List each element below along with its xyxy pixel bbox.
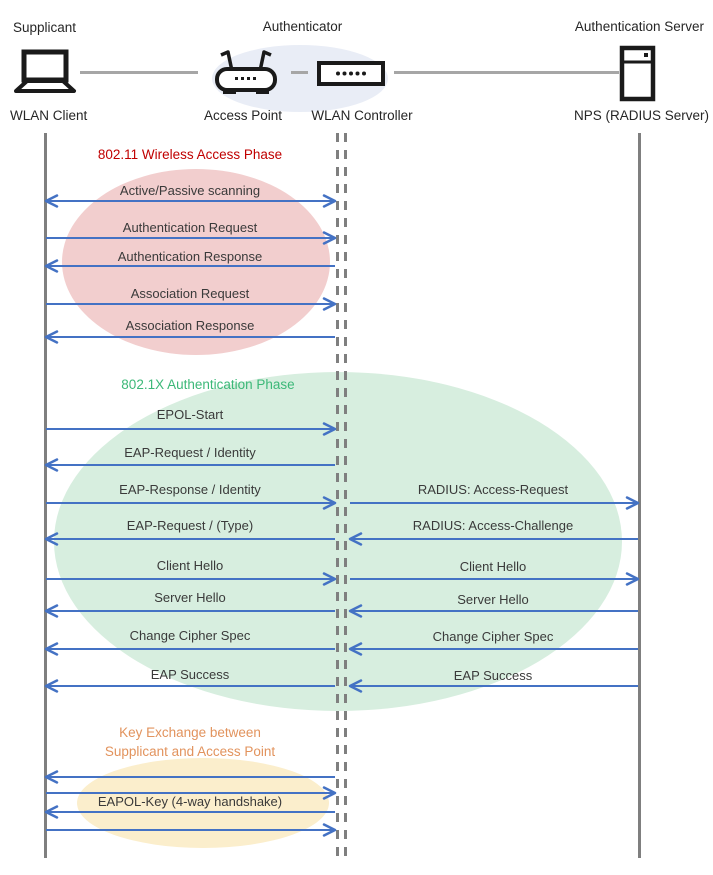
message-arrow — [46, 823, 337, 837]
message-arrow — [44, 642, 335, 656]
laptop-icon — [8, 49, 80, 102]
message-arrow — [44, 532, 335, 546]
message-arrow — [46, 297, 337, 311]
message-arrow — [348, 604, 638, 618]
phase-title-802-1x-authentication: 802.1X Authentication Phase — [121, 377, 295, 392]
message-arrow — [44, 805, 335, 819]
message-arrow — [46, 231, 337, 245]
phase-title-802-11-wireless-access: 802.11 Wireless Access Phase — [97, 147, 283, 162]
actor-label-wlan-controller: WLAN Controller — [311, 108, 413, 123]
message-arrow — [44, 330, 335, 344]
message-arrow — [46, 496, 337, 510]
network-switch-icon — [317, 61, 385, 92]
role-label-supplicant: Supplicant — [13, 20, 77, 35]
message-arrow — [348, 679, 638, 693]
actor-label-access-point: Access Point — [203, 108, 283, 123]
phase-title-key-exchange-line1: Key Exchange between — [119, 725, 261, 740]
message-arrow — [350, 572, 640, 586]
lifeline-wlan-client — [44, 133, 47, 858]
lifeline-wlan-controller-dashed-right — [344, 133, 347, 858]
message-arrow — [44, 679, 335, 693]
message-arrow — [46, 786, 337, 800]
role-label-authentication-server: Authentication Server — [574, 19, 704, 34]
lifeline-radius-server — [638, 133, 641, 858]
message-arrow — [44, 770, 335, 784]
message-arrow — [44, 194, 337, 208]
message-arrow — [46, 572, 337, 586]
phase-title-key-exchange: Key Exchange between Supplicant and Acce… — [60, 723, 320, 761]
phase-key-exchange-ellipse — [77, 758, 329, 848]
link-line-client-ap — [80, 71, 198, 74]
lifeline-wlan-controller-dashed-left — [336, 133, 339, 858]
phase-title-key-exchange-line2: Supplicant and Access Point — [104, 744, 276, 759]
message-arrow — [350, 496, 640, 510]
actor-label-nps-radius-server: NPS (RADIUS Server) — [573, 108, 709, 123]
actor-label-wlan-client: WLAN Client — [10, 108, 88, 123]
message-arrow — [348, 642, 638, 656]
role-label-authenticator: Authenticator — [262, 19, 343, 34]
server-icon — [619, 45, 657, 107]
message-arrow — [46, 422, 337, 436]
message-arrow — [44, 259, 335, 273]
message-arrow — [44, 458, 335, 472]
message-arrow — [44, 604, 335, 618]
link-line-ap-controller — [291, 71, 308, 74]
message-arrow — [348, 532, 638, 546]
access-point-icon — [212, 46, 280, 103]
link-line-controller-server — [394, 71, 619, 74]
